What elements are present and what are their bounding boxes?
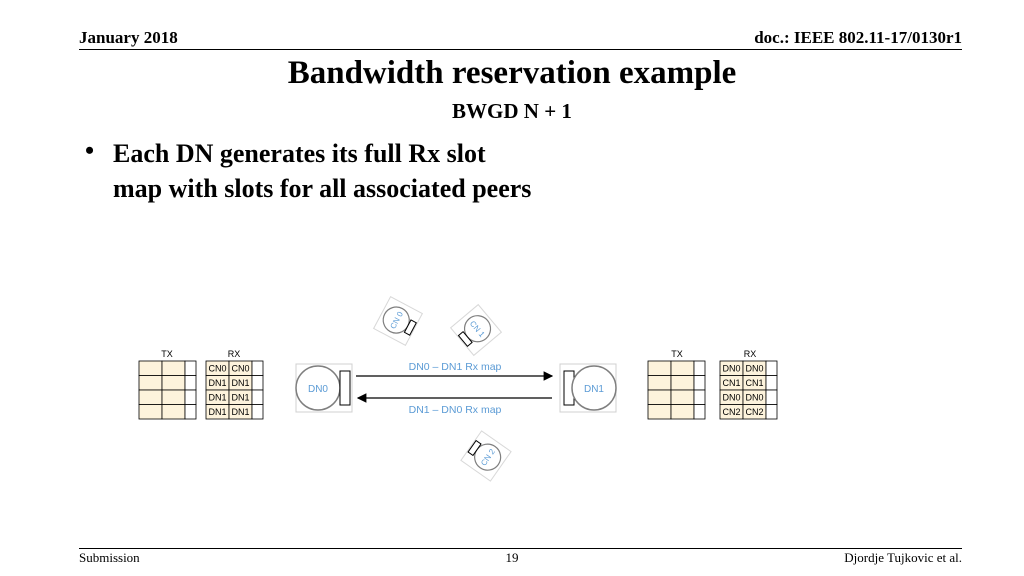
rx-slot-cell xyxy=(251,404,264,420)
rx-slot-label: DN0 xyxy=(745,393,763,403)
slide-subtitle: BWGD N + 1 xyxy=(452,99,572,123)
rx-slot-label: DN1 xyxy=(208,407,226,417)
tx-slot-cell xyxy=(647,375,672,391)
rx-slot-label: CN1 xyxy=(722,378,740,388)
rx-slot-cell xyxy=(251,360,264,376)
header-divider xyxy=(79,49,962,50)
rx-slot-label: CN2 xyxy=(745,407,763,417)
right-tx-grid xyxy=(647,360,706,420)
cn2-node: CN 2 xyxy=(460,430,512,482)
cn0-node: CN 0 xyxy=(372,295,424,347)
rx-slot-label: DN1 xyxy=(208,378,226,388)
tx-slot-cell xyxy=(161,360,186,376)
tx-slot-cell xyxy=(138,360,163,376)
slide-title: Bandwidth reservation example xyxy=(287,55,737,91)
tx-slot-cell xyxy=(693,389,706,405)
rx-slot-cell xyxy=(765,360,778,376)
rx-slot-label: DN0 xyxy=(722,393,740,403)
arrow-bottom-label: DN1 – DN0 Rx map xyxy=(409,404,502,416)
footer-divider xyxy=(79,548,962,549)
tx-slot-cell xyxy=(138,389,163,405)
right-rx-label: RX xyxy=(744,349,757,359)
tx-slot-cell xyxy=(693,360,706,376)
tx-slot-cell xyxy=(184,404,197,420)
left-tx-label: TX xyxy=(161,349,173,359)
dn0-node: DN0 xyxy=(295,363,353,413)
bullet-marker: • xyxy=(85,136,95,165)
tx-slot-cell xyxy=(670,389,695,405)
arrow-dn1-to-dn0: DN1 – DN0 Rx map xyxy=(356,393,552,416)
tx-slot-cell xyxy=(184,375,197,391)
rx-slot-label: DN1 xyxy=(208,393,226,403)
footer-page-number: 19 xyxy=(505,550,519,565)
arrow-top-label: DN0 – DN1 Rx map xyxy=(409,361,502,373)
dn0-label: DN0 xyxy=(308,384,328,395)
tx-slot-cell xyxy=(647,404,672,420)
tx-slot-cell xyxy=(184,360,197,376)
tx-slot-cell xyxy=(693,404,706,420)
tx-slot-cell xyxy=(161,389,186,405)
left-tx-grid xyxy=(138,360,197,420)
tx-slot-cell xyxy=(670,375,695,391)
right-tx-label: TX xyxy=(671,349,683,359)
tx-slot-cell xyxy=(138,375,163,391)
tx-slot-cell xyxy=(138,404,163,420)
rx-slot-label: DN0 xyxy=(722,364,740,374)
tx-slot-cell xyxy=(184,389,197,405)
dn1-node: DN1 xyxy=(559,363,617,413)
header-date: January 2018 xyxy=(79,28,178,47)
rx-slot-cell xyxy=(765,375,778,391)
arrow-dn0-to-dn1: DN0 – DN1 Rx map xyxy=(356,361,554,381)
rx-slot-label: DN0 xyxy=(745,364,763,374)
rx-slot-label: CN1 xyxy=(745,378,763,388)
tx-slot-cell xyxy=(161,404,186,420)
rx-slot-label: DN1 xyxy=(231,378,249,388)
rx-slot-cell xyxy=(765,404,778,420)
rx-slot-cell xyxy=(251,389,264,405)
footer-author: Djordje Tujkovic et al. xyxy=(844,550,962,565)
header-doc-id: doc.: IEEE 802.11-17/0130r1 xyxy=(754,28,962,47)
bullet-text: Each DN generates its full Rx slot map w… xyxy=(113,139,532,203)
cn1-node: CN 1 xyxy=(449,303,503,357)
tx-slot-cell xyxy=(693,375,706,391)
dn1-label: DN1 xyxy=(584,384,604,395)
rx-slot-label: CN0 xyxy=(231,364,249,374)
footer-submission: Submission xyxy=(79,550,140,565)
tx-slot-cell xyxy=(161,375,186,391)
rx-slot-label: CN2 xyxy=(722,407,740,417)
tx-slot-cell xyxy=(670,360,695,376)
rx-slot-label: CN0 xyxy=(208,364,226,374)
tx-slot-cell xyxy=(647,389,672,405)
rx-slot-cell xyxy=(251,375,264,391)
tx-slot-cell xyxy=(647,360,672,376)
rx-slot-label: DN1 xyxy=(231,407,249,417)
rx-slot-cell xyxy=(765,389,778,405)
rx-slot-label: DN1 xyxy=(231,393,249,403)
left-rx-label: RX xyxy=(228,349,241,359)
tx-slot-cell xyxy=(670,404,695,420)
